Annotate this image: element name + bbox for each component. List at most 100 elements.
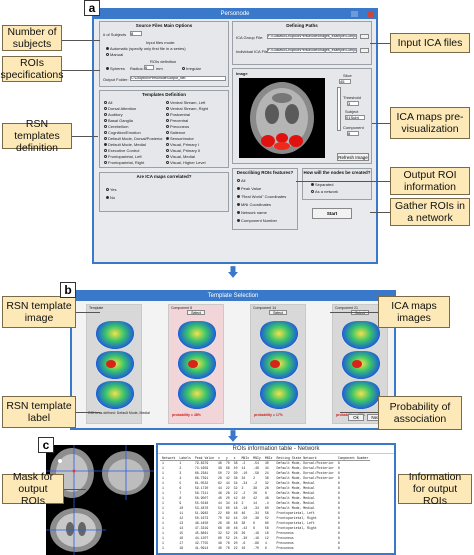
slice-input[interactable]: 45	[339, 79, 351, 84]
num-subjects-input[interactable]: 8	[130, 31, 142, 36]
minimize-icon[interactable]	[351, 11, 358, 17]
template-checkbox[interactable]: Cognition/Emotion	[104, 130, 141, 135]
roi-feature-checkbox[interactable]: "Real World" Coordinates	[237, 194, 286, 199]
radius-input[interactable]: 6	[144, 65, 154, 70]
input-manual-radio[interactable]: Manual	[106, 52, 123, 57]
callout-input-ica-files: Input ICA files	[390, 33, 470, 53]
template-checkbox[interactable]: Ventral Stream, Left	[166, 100, 205, 105]
template-checkbox[interactable]: Visual, Primary II	[166, 148, 200, 153]
spheres-radio[interactable]: Spheres	[106, 66, 125, 71]
table-header-cell[interactable]: MNIz	[262, 456, 275, 461]
table-cell: 56	[264, 511, 269, 515]
template-checkbox[interactable]: Frontoparietal, Right	[104, 160, 144, 165]
template-checkbox[interactable]: Auditory	[104, 112, 123, 117]
as-network-radio[interactable]: As a network	[311, 189, 338, 194]
checkbox-icon	[166, 149, 169, 153]
table-cell: 24	[233, 536, 238, 540]
roi-feature-checkbox[interactable]: All	[237, 178, 245, 183]
yes-radio[interactable]: Yes	[106, 187, 117, 192]
table-cell: 22	[218, 511, 222, 515]
ica-group-input[interactable]: F:\Gustavo\Dropbox\Personode\Images_exam…	[267, 34, 357, 39]
roi-feature-checkbox[interactable]: MNI Coordinates	[237, 202, 271, 207]
table-header-cell[interactable]: MNIy	[251, 456, 263, 461]
table-cell: 48	[218, 541, 222, 545]
template-checkbox[interactable]: Visual, Medial	[166, 154, 195, 159]
output-folder-input[interactable]: C:\Dropbox\Personode\Output_Net	[130, 76, 226, 81]
template-checkbox[interactable]: Precentral	[166, 118, 188, 123]
template-checkbox[interactable]: Ventral Stream, Right	[166, 106, 208, 111]
table-cell: 8	[179, 496, 182, 500]
individual-ica-input[interactable]: F:\Gustavo\Dropbox\Personode\Images_exam…	[267, 48, 357, 53]
template-checkbox[interactable]: Default Mode, Dorsal/Posterior	[104, 136, 163, 141]
table-header-cell[interactable]: z	[231, 456, 240, 461]
individual-ica-browse-button[interactable]	[360, 48, 369, 53]
column-header: Component 8	[171, 306, 193, 310]
roi-feature-checkbox[interactable]: Peak Value	[237, 186, 261, 191]
template-checkbox[interactable]: Executive Control	[104, 148, 139, 153]
refresh-image-button[interactable]: Refresh Image	[337, 153, 369, 161]
template-checkbox[interactable]: Frontoparietal, Left	[104, 154, 142, 159]
template-checkbox[interactable]: Cerebellum	[104, 124, 128, 129]
table-cell: Precuneus	[276, 541, 294, 545]
table-header-cell[interactable]: Network	[160, 456, 178, 461]
template-checkbox[interactable]: Visual, Higher Level	[166, 160, 206, 165]
template-checkbox[interactable]: Default Mode, Medial	[104, 142, 146, 147]
table-header-cell[interactable]: Peak Value	[192, 456, 217, 461]
start-button[interactable]: Start	[312, 208, 352, 219]
table-header-cell[interactable]: x	[216, 456, 224, 461]
checkbox-icon	[104, 143, 107, 147]
table-cell: 52	[225, 536, 230, 540]
threshold-input[interactable]: 3	[347, 101, 359, 106]
table-header-cell[interactable]: Labels	[177, 456, 193, 461]
template-checkbox[interactable]: Dorsal Attention	[104, 106, 136, 111]
table-cell: 1	[162, 511, 164, 515]
template-checkbox[interactable]: Sensorimotor	[166, 136, 194, 141]
ica-group-browse-button[interactable]	[360, 34, 369, 39]
subject-select[interactable]: 01Subt	[345, 115, 365, 120]
template-checkbox[interactable]: All	[104, 100, 112, 105]
irregular-radio[interactable]: Irregular	[182, 66, 201, 71]
table-header-cell[interactable]: y	[223, 456, 232, 461]
table-header-cell[interactable]: MNIx	[239, 456, 252, 461]
roi-feature-checkbox[interactable]: Component Number	[237, 218, 277, 223]
component-input[interactable]: 8	[347, 131, 359, 136]
no-radio[interactable]: No	[106, 195, 115, 200]
template-checkbox[interactable]: Postcentral	[166, 112, 190, 117]
table-cell: 52	[225, 531, 230, 535]
close-icon[interactable]	[367, 11, 374, 17]
template-checkbox[interactable]: Precuneus	[166, 124, 189, 129]
select-button[interactable]: Select	[187, 310, 205, 315]
template-checkbox[interactable]: Visual, Primary I	[166, 142, 199, 147]
checkbox-icon	[237, 211, 240, 215]
separated-radio[interactable]: Separated	[311, 182, 333, 187]
roi-feature-checkbox[interactable]: Network name	[237, 210, 267, 215]
select-button[interactable]: Select	[269, 310, 287, 315]
table-header-cell[interactable]: Resting State Network	[274, 456, 336, 461]
connector-line	[296, 181, 390, 182]
template-checkbox[interactable]: Basal Ganglia	[104, 118, 133, 123]
table-header-cell[interactable]: Component Number	[335, 456, 371, 461]
ok-button[interactable]: Ok	[348, 414, 364, 421]
input-auto-radio[interactable]: Automatic (specify only first file in a …	[106, 46, 186, 51]
template-checkbox[interactable]: Salience	[166, 130, 185, 135]
slice-slider[interactable]	[337, 87, 341, 131]
table-cell: 16	[264, 531, 269, 535]
